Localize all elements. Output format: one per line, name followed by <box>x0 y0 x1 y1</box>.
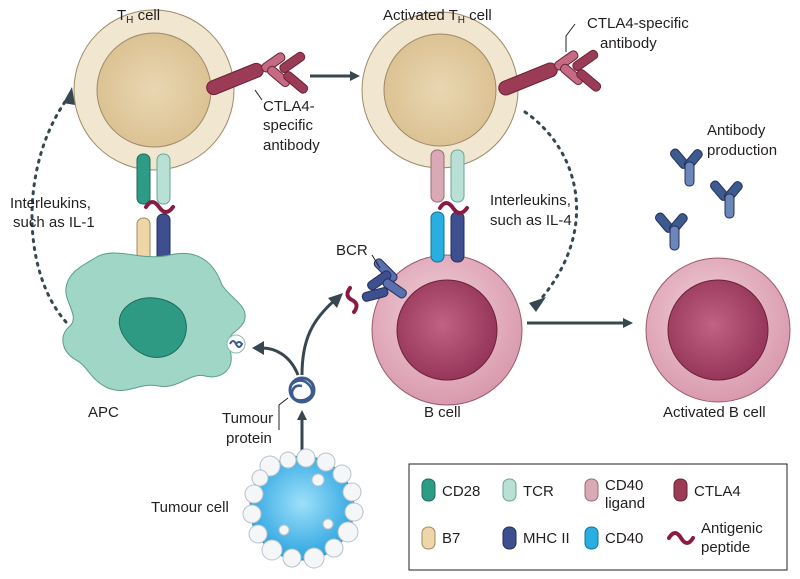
activated-th-cell <box>361 11 519 169</box>
ctla4-antibody-1-label-l1: CTLA4- <box>263 98 315 115</box>
apc-antigenic-peptide <box>144 200 175 214</box>
svg-text:B7: B7 <box>442 530 460 547</box>
protein-to-bcr-arrow-head <box>328 293 343 308</box>
tumour-cell-label: Tumour cell <box>151 499 229 516</box>
tumour-protein-l2: protein <box>226 430 272 447</box>
svg-text:Antigenic: Antigenic <box>701 520 763 537</box>
b-cell-mhc-ii <box>450 211 465 263</box>
ctla4-antibody-1 <box>261 51 309 94</box>
b-cell-label: B cell <box>424 404 461 421</box>
secreted-antibody-2 <box>710 180 743 219</box>
interleukins-2-l1: Interleukins, <box>490 192 571 209</box>
th-cell-label: TH cell <box>117 7 160 26</box>
svg-text:MHC II: MHC II <box>523 530 570 547</box>
svg-text:ligand: ligand <box>605 495 645 512</box>
bcr-label: BCR <box>336 242 368 259</box>
legend-item-b7: B7 <box>421 526 460 550</box>
th-cd28-receptor <box>136 153 151 205</box>
legend-item-tcr: TCR <box>502 478 554 502</box>
secreted-antibody-1 <box>670 148 703 187</box>
bcr-leader <box>371 254 381 269</box>
protein-to-bcr-arrow <box>300 298 336 376</box>
secreted-antibody-3 <box>655 212 688 251</box>
interleukins-arrow-1 <box>30 93 72 324</box>
tumour-protein <box>288 376 316 404</box>
leader-line-2 <box>565 23 576 52</box>
th-tcr-receptor <box>156 153 171 205</box>
interleukins-arrow-2 <box>523 110 579 302</box>
legend-item-cd40-ligand: CD40 ligand <box>584 477 645 512</box>
ctla4-antibody-2 <box>554 49 602 92</box>
svg-text:CD28: CD28 <box>442 483 480 500</box>
antibody-production-l2: production <box>707 142 777 159</box>
legend-item-mhc-ii: MHC II <box>502 526 570 550</box>
interleukins-1-l2: such as IL-1 <box>13 214 95 231</box>
activated-th-tcr <box>450 149 465 203</box>
svg-text:CD40: CD40 <box>605 477 643 494</box>
apc-protein-fragment <box>226 334 246 354</box>
leader-line-1 <box>254 89 263 101</box>
activated-th-cd40-ligand <box>430 149 445 203</box>
apc-nucleus <box>118 297 187 358</box>
interleukins-1-l1: Interleukins, <box>10 195 91 212</box>
bcr <box>361 258 407 302</box>
ctla4-antibody-1-label-l2: specific <box>263 117 314 134</box>
legend-item-antigenic-peptide: Antigenic peptide <box>667 520 763 556</box>
tumour-protein-leader <box>278 397 289 430</box>
activated-th-cell-label: Activated TH cell <box>383 7 492 26</box>
svg-text:peptide: peptide <box>701 539 750 556</box>
ctla4-antibody-2-label-l1: CTLA4-specific <box>587 15 689 32</box>
legend-item-ctla4: CTLA4 <box>673 478 741 502</box>
interleukins-arrow-2-head <box>529 297 546 312</box>
activated-b-cell <box>645 257 791 403</box>
legend-item-cd28: CD28 <box>421 478 480 502</box>
svg-text:CD40: CD40 <box>605 530 643 547</box>
protein-to-apc-arrow <box>261 346 300 376</box>
interleukins-2-l2: such as IL-4 <box>490 212 572 229</box>
legend-item-cd40: CD40 <box>584 526 643 550</box>
tumour-cell <box>242 448 364 569</box>
apc-label: APC <box>88 404 119 421</box>
ctla4-antibody-2-label-l2: antibody <box>600 35 657 52</box>
interleukins-arrow-1-head <box>63 87 75 105</box>
protein-to-apc-arrow-head <box>252 341 264 355</box>
antibody-production-l1: Antibody <box>707 122 766 139</box>
tumour-protein-l1: Tumour <box>222 410 273 427</box>
svg-text:CTLA4: CTLA4 <box>694 483 741 500</box>
activated-b-cell-label: Activated B cell <box>663 404 766 421</box>
svg-text:TCR: TCR <box>523 483 554 500</box>
legend: CD28 TCR CD40 ligand CTLA4 B7 MHC II CD4… <box>408 463 788 571</box>
ctla4-antibody-1-label-l3: antibody <box>263 137 320 154</box>
b-cell-cd40 <box>430 211 445 263</box>
b-cell <box>371 254 523 406</box>
bcr-antigen <box>345 286 359 314</box>
b-cell-antigenic-peptide <box>438 201 469 215</box>
